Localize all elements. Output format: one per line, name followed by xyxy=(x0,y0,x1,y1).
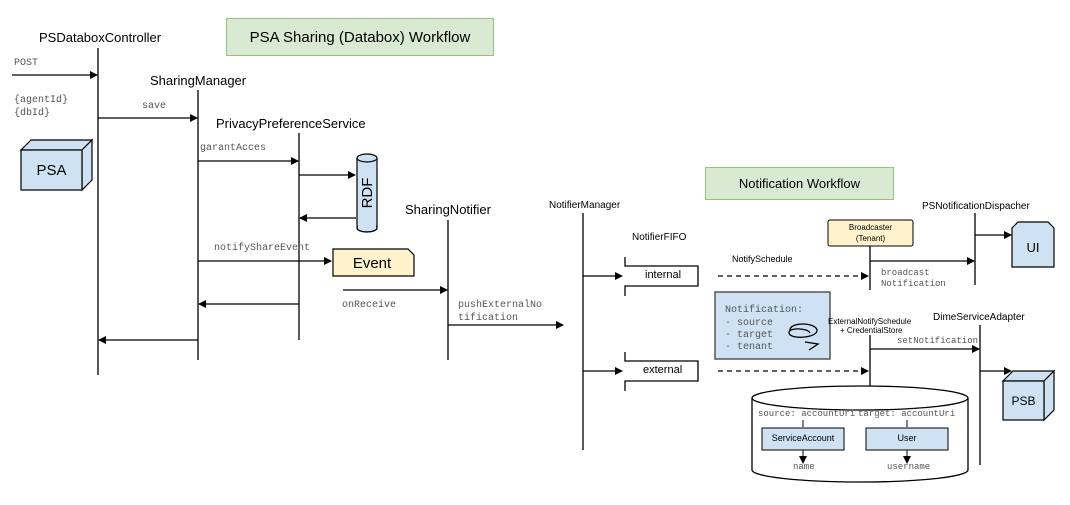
notification-item-source: - source xyxy=(725,318,774,329)
psb-cube xyxy=(1001,369,1056,422)
ui-document xyxy=(1011,221,1055,268)
internal-queue xyxy=(624,257,699,296)
actor-privacy-preference-service: PrivacyPreferenceService xyxy=(216,116,366,131)
loop-icon xyxy=(788,323,818,338)
loop-icon-arrowhead xyxy=(804,341,820,351)
event-label: Event xyxy=(352,254,392,272)
service-account-label: ServiceAccount xyxy=(771,433,835,443)
actor-sharing-manager: SharingManager xyxy=(150,73,247,88)
store-name-label: name xyxy=(793,462,815,472)
broadcaster-box xyxy=(827,219,914,247)
actor-notifier-manager: NotifierManager xyxy=(549,200,621,211)
actor-dime-service-adapter: DimeServiceAdapter xyxy=(933,312,1025,323)
psa-workflow-title: PSA Sharing (Databox) Workflow xyxy=(226,18,494,56)
msg-save: save xyxy=(142,101,167,112)
notification-workflow-title: Notification Workflow xyxy=(705,167,894,200)
external-queue xyxy=(624,352,699,391)
user-label: User xyxy=(897,433,917,443)
msg-external-notify-1: ExternalNotifySchedule xyxy=(828,317,912,326)
event-document xyxy=(332,248,415,277)
msg-broadcast-2: Notification xyxy=(881,279,946,289)
rdf-label: RDF xyxy=(358,177,376,209)
actor-sharing-notifier: SharingNotifier xyxy=(405,202,491,217)
external-queue-label: external xyxy=(643,364,683,376)
msg-db-id: {dbId} xyxy=(14,108,51,119)
msg-push-external-1: pushExternalNo xyxy=(458,300,543,311)
msg-notify-schedule: NotifySchedule xyxy=(732,254,793,264)
msg-notify-share-event: notifyShareEvent xyxy=(214,243,311,254)
msg-set-notification: setNotification xyxy=(897,336,979,346)
store-source-label: source: accountUri xyxy=(758,409,856,419)
notification-item-target: - target xyxy=(725,330,774,341)
rdf-cylinder xyxy=(356,153,378,233)
psa-cube xyxy=(19,138,94,192)
msg-on-receive: onReceive xyxy=(342,300,397,311)
store-username-label: username xyxy=(887,462,931,472)
msg-garant-acces: garantAcces xyxy=(200,143,267,154)
store-target-label: target: accountUri xyxy=(858,409,956,419)
broadcaster-label-1: Broadcaster xyxy=(848,223,893,232)
broadcaster-label-2: (Tenant) xyxy=(855,234,886,243)
notification-item-tenant: - tenant xyxy=(725,342,774,353)
internal-queue-label: internal xyxy=(645,269,682,281)
actor-ps-databox-controller: PSDataboxController xyxy=(39,30,162,45)
msg-push-external-2: tification xyxy=(458,313,519,324)
msg-post: POST xyxy=(14,58,39,69)
msg-agent-id: {agentId} xyxy=(14,95,69,106)
actor-notifier-fifo: NotifierFIFO xyxy=(632,232,687,243)
psb-label: PSB xyxy=(1011,393,1036,408)
ui-label: UI xyxy=(1026,240,1040,255)
actor-ps-notification-dispacher: PSNotificationDispacher xyxy=(922,201,1030,212)
psa-label: PSA xyxy=(36,161,67,179)
notification-box-title: Notification: xyxy=(725,305,804,316)
msg-broadcast-1: broadcast xyxy=(881,268,930,278)
msg-external-notify-2: + CredentialStore xyxy=(840,326,903,335)
